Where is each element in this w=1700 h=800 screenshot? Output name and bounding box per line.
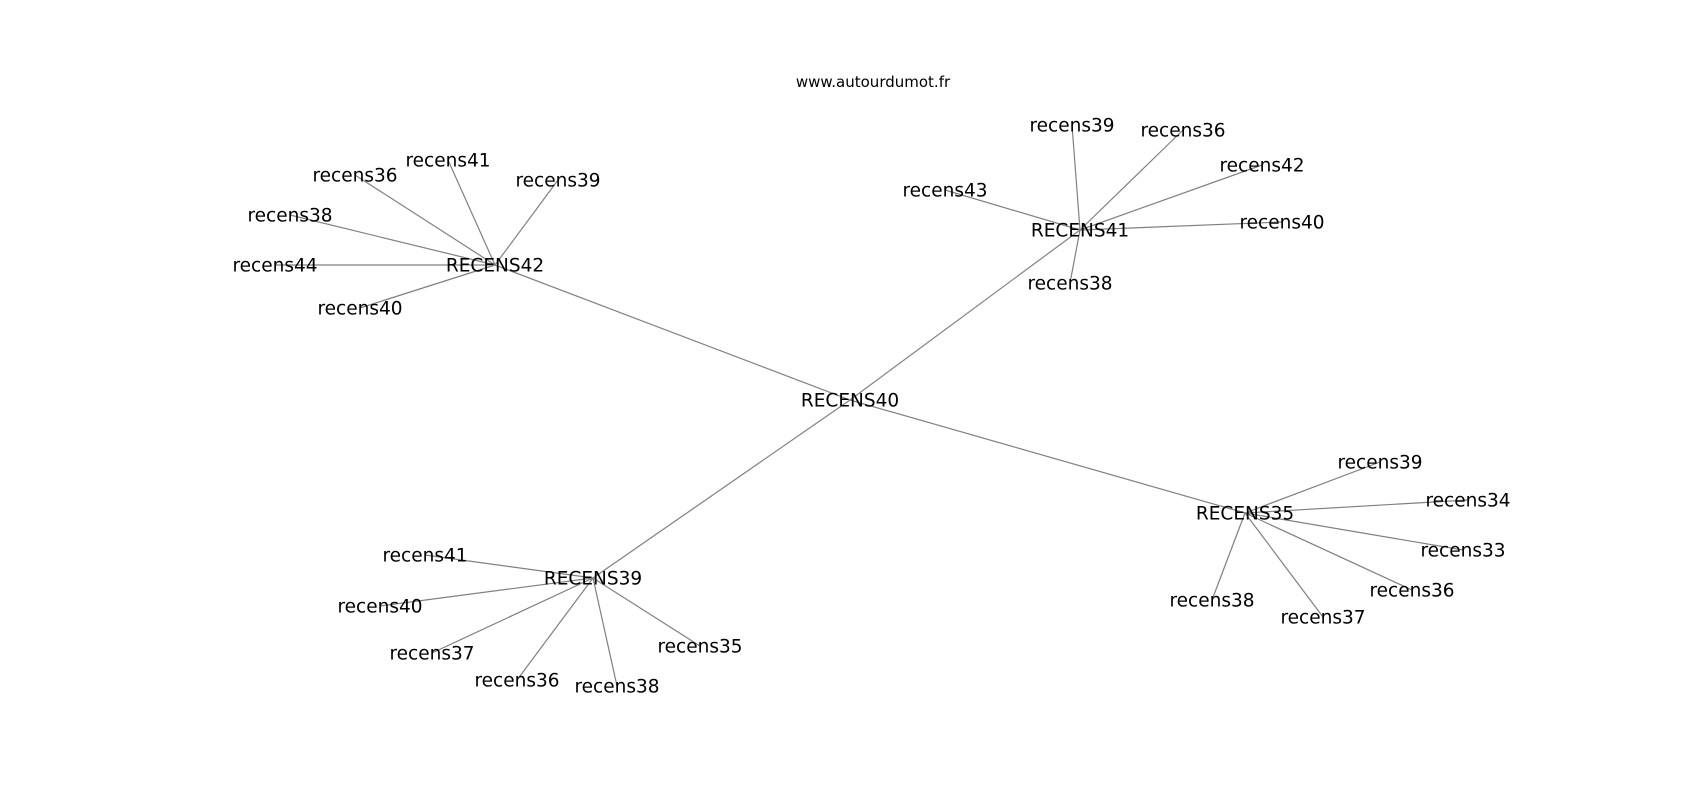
edge-c35-d36: [1244, 512, 1413, 591]
node-label-d34: recens34: [1425, 491, 1510, 512]
edge-c42-a40: [359, 264, 496, 309]
node-label-a39: recens39: [515, 171, 600, 192]
edge-c41-b39: [1071, 124, 1081, 231]
edge-c39-e38: [592, 577, 618, 687]
edge-c35-d39: [1244, 461, 1381, 514]
node-label-a40: recens40: [317, 299, 402, 320]
node-label-b39: recens39: [1029, 116, 1114, 137]
edge-c41-b42: [1079, 164, 1263, 231]
node-label-c41: RECENS41: [1031, 221, 1129, 242]
node-label-a36: recens36: [312, 166, 397, 187]
edges-layer: [275, 124, 1469, 687]
edge-c42-a36: [354, 174, 496, 266]
edge-c40-c42: [494, 264, 851, 401]
edge-c40-c35: [849, 399, 1246, 514]
node-label-c35: RECENS35: [1196, 504, 1294, 525]
node-label-b43: recens43: [902, 181, 987, 202]
node-label-c42: RECENS42: [446, 256, 544, 277]
node-label-b38: recens38: [1027, 274, 1112, 295]
edge-c39-e35: [592, 577, 701, 647]
edge-c39-e36: [516, 577, 594, 681]
edge-c41-b36: [1079, 129, 1184, 231]
node-label-d33: recens33: [1420, 541, 1505, 562]
node-label-e38: recens38: [574, 677, 659, 698]
edge-c35-d37: [1244, 512, 1324, 618]
node-label-a38: recens38: [247, 206, 332, 227]
site-watermark: www.autourdumot.fr: [796, 73, 951, 91]
edge-c40-c41: [849, 229, 1081, 401]
node-label-d38: recens38: [1169, 591, 1254, 612]
edge-c40-c39: [592, 399, 851, 579]
node-label-b36: recens36: [1140, 121, 1225, 142]
edge-c42-a41: [447, 159, 496, 266]
node-label-c40: RECENS40: [801, 391, 899, 412]
node-label-c39: RECENS39: [544, 569, 642, 590]
node-label-d39: recens39: [1337, 453, 1422, 474]
edge-c39-e41: [424, 554, 594, 579]
edge-c42-a38: [289, 214, 496, 266]
edge-c42-a39: [494, 179, 559, 266]
node-label-e40: recens40: [337, 597, 422, 618]
node-label-e41: recens41: [382, 546, 467, 567]
edge-c39-e40: [379, 577, 594, 607]
node-label-d37: recens37: [1280, 608, 1365, 629]
node-label-b40: recens40: [1239, 213, 1324, 234]
nodes-layer: RECENS40 RECENS42 RECENS41RECENS35RECENS39…: [232, 116, 1510, 698]
edge-c41-b43: [944, 189, 1081, 231]
node-label-b42: recens42: [1219, 156, 1304, 177]
node-label-a41: recens41: [405, 151, 490, 172]
edge-c39-e37: [431, 577, 594, 654]
edge-c41-b38: [1069, 229, 1081, 284]
node-label-e37: recens37: [389, 644, 474, 665]
edge-c35-d34: [1244, 499, 1469, 514]
edge-c35-d33: [1244, 512, 1464, 551]
node-label-d36: recens36: [1369, 581, 1454, 602]
edge-c35-d38: [1211, 512, 1246, 601]
node-label-e35: recens35: [657, 637, 742, 658]
edge-c41-b40: [1079, 221, 1283, 231]
node-label-e36: recens36: [474, 671, 559, 692]
node-label-a44: recens44: [232, 256, 317, 277]
